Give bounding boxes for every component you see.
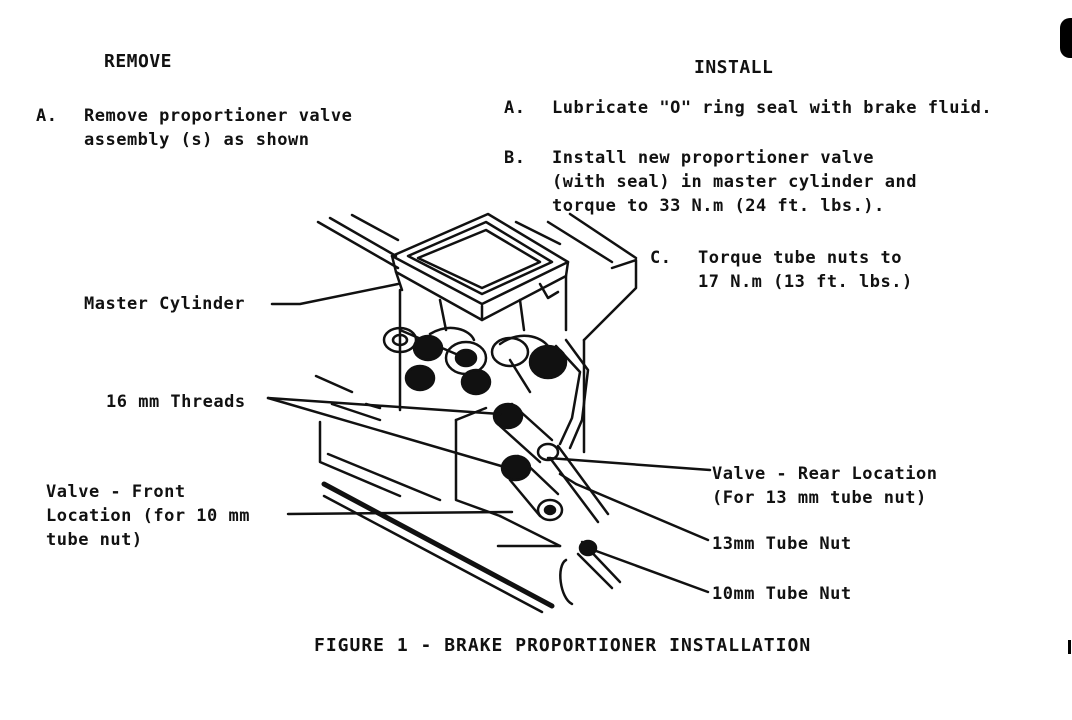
install-step-b-line-1: Install new proportioner valve [552, 148, 875, 168]
callout-tube-nut-10: 10mm Tube Nut [712, 584, 852, 604]
callout-tube-nut-13: 13mm Tube Nut [712, 534, 852, 554]
scan-edge-mark [1068, 640, 1071, 654]
lower-frame [321, 481, 622, 614]
install-step-c-line-2: 17 N.m (13 ft. lbs.) [698, 272, 913, 292]
remove-step-a-line-1: Remove proportioner valve [84, 106, 353, 126]
install-step-b-line-3: torque to 33 N.m (24 ft. lbs.). [552, 196, 885, 216]
callout-valve-front-line-3: tube nut) [46, 530, 143, 550]
callout-master-cylinder: Master Cylinder [84, 294, 246, 314]
install-heading: INSTALL [694, 57, 774, 78]
leader-lines [266, 282, 712, 594]
figure-caption: FIGURE 1 - BRAKE PROPORTIONER INSTALLATI… [314, 635, 812, 656]
body-panel-lines [314, 212, 638, 502]
install-step-b-line-2: (with seal) in master cylinder and [552, 172, 917, 192]
remove-step-a-line-2: assembly (s) as shown [84, 130, 310, 150]
remove-step-a-letter: A. [36, 106, 58, 126]
front-valve [500, 454, 578, 522]
scan-edge-blot [1060, 18, 1072, 58]
install-step-b-letter: B. [504, 148, 526, 168]
rear-valve [492, 402, 610, 524]
callout-valve-front-line-1: Valve - Front [46, 482, 186, 502]
callout-valve-rear-line-1: Valve - Rear Location [712, 464, 938, 484]
callout-valve-front-line-2: Location (for 10 mm [46, 506, 250, 526]
install-step-a-letter: A. [504, 98, 526, 118]
install-step-c-line-1: Torque tube nuts to [698, 248, 902, 268]
callout-valve-rear-line-2: (For 13 mm tube nut) [712, 488, 927, 508]
install-step-c-letter: C. [650, 248, 672, 268]
install-step-a-line-1: Lubricate "O" ring seal with brake fluid… [552, 98, 993, 118]
callout-threads: 16 mm Threads [106, 392, 246, 412]
reservoir-cover [390, 212, 570, 322]
brake-line-fittings [382, 326, 590, 450]
remove-heading: REMOVE [104, 51, 173, 72]
